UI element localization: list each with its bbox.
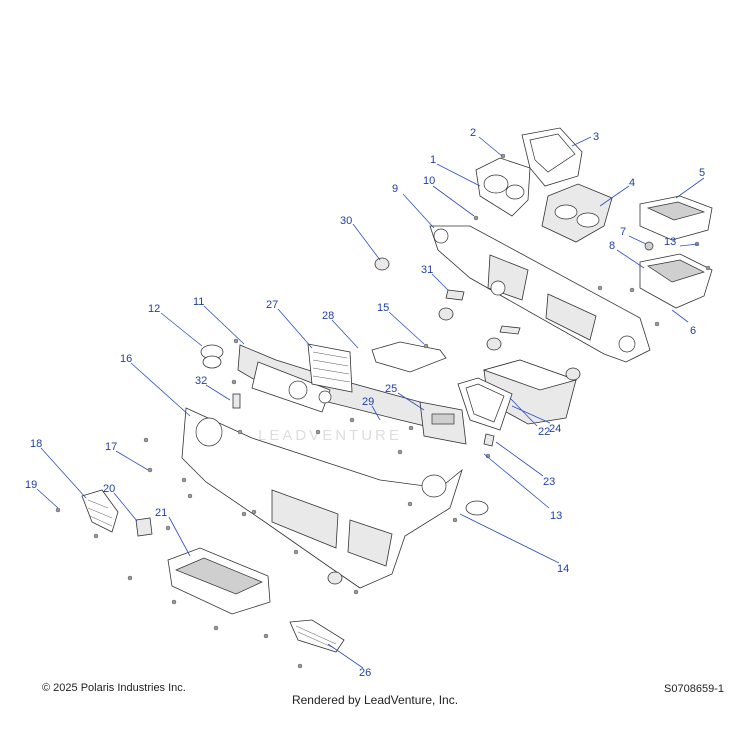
part-18-left-grille [81, 489, 119, 533]
callout-23: 23 [543, 476, 555, 488]
part-1-instrument-cluster [475, 157, 531, 217]
watermark-text: LEADVENTURE [258, 427, 402, 444]
part-32-clip [232, 393, 241, 409]
callout-28: 28 [322, 310, 334, 322]
small-parts [55, 153, 711, 669]
callout-13-upper: 13 [664, 236, 676, 248]
leader-lines [36, 136, 705, 669]
callout-24: 24 [549, 423, 561, 435]
part-21-lower-bin [167, 547, 271, 615]
part-31-plate [445, 289, 465, 301]
callout-18: 18 [30, 438, 42, 450]
callout-2: 2 [470, 127, 476, 139]
part-15-bracket [371, 341, 447, 373]
callout-25: 25 [385, 383, 397, 395]
part-8-glove-box [639, 253, 713, 309]
part-3-cluster-bezel [521, 127, 583, 187]
callout-11: 11 [193, 296, 204, 308]
callout-26: 26 [359, 667, 371, 679]
callout-9: 9 [392, 183, 398, 195]
drawing-id-text: S0708659-1 [664, 683, 724, 695]
callout-1: 1 [430, 154, 436, 166]
callout-19: 19 [25, 479, 37, 491]
callout-labels: 1 2 3 4 5 6 7 8 9 10 11 12 13 13 14 15 1… [25, 127, 705, 679]
callout-5: 5 [699, 167, 705, 179]
callout-12: 12 [148, 303, 160, 315]
part-7-clip [644, 241, 654, 251]
part-27-vent-grille [307, 343, 353, 393]
part-20-bracket [135, 517, 153, 537]
callout-30: 30 [340, 215, 352, 227]
part-9-upper-dash [429, 225, 651, 363]
callout-21: 21 [155, 507, 167, 519]
callout-29: 29 [362, 396, 374, 408]
part-5-storage-tray [639, 195, 713, 241]
part-30-knob [374, 257, 390, 271]
callout-6: 6 [690, 325, 696, 337]
part-26-bottom-grille [289, 619, 345, 653]
part-14-cup-holder [465, 500, 489, 516]
callout-20: 20 [103, 483, 115, 495]
callout-27: 27 [266, 299, 278, 311]
part-4-console-top [541, 183, 613, 243]
rendered-by-text: Rendered by LeadVenture, Inc. [291, 693, 459, 707]
callout-17: 17 [105, 441, 117, 453]
callout-14: 14 [557, 563, 569, 575]
callout-13-lower: 13 [550, 510, 562, 522]
callout-16: 16 [120, 353, 132, 365]
part-24-bin-frame [457, 377, 513, 431]
callout-3: 3 [593, 131, 599, 143]
callout-22: 22 [538, 426, 550, 438]
callout-15: 15 [377, 302, 389, 314]
callout-4: 4 [629, 177, 635, 189]
part-16-lower-dash [181, 407, 463, 589]
part-23-clip [483, 433, 495, 447]
part-25-switch-panel [419, 401, 467, 445]
callout-8: 8 [609, 240, 615, 252]
callout-32: 32 [195, 375, 207, 387]
callout-31: 31 [421, 264, 433, 276]
callout-7: 7 [620, 226, 626, 238]
callout-10: 10 [423, 175, 435, 187]
copyright-text: © 2025 Polaris Industries Inc. [42, 682, 186, 694]
